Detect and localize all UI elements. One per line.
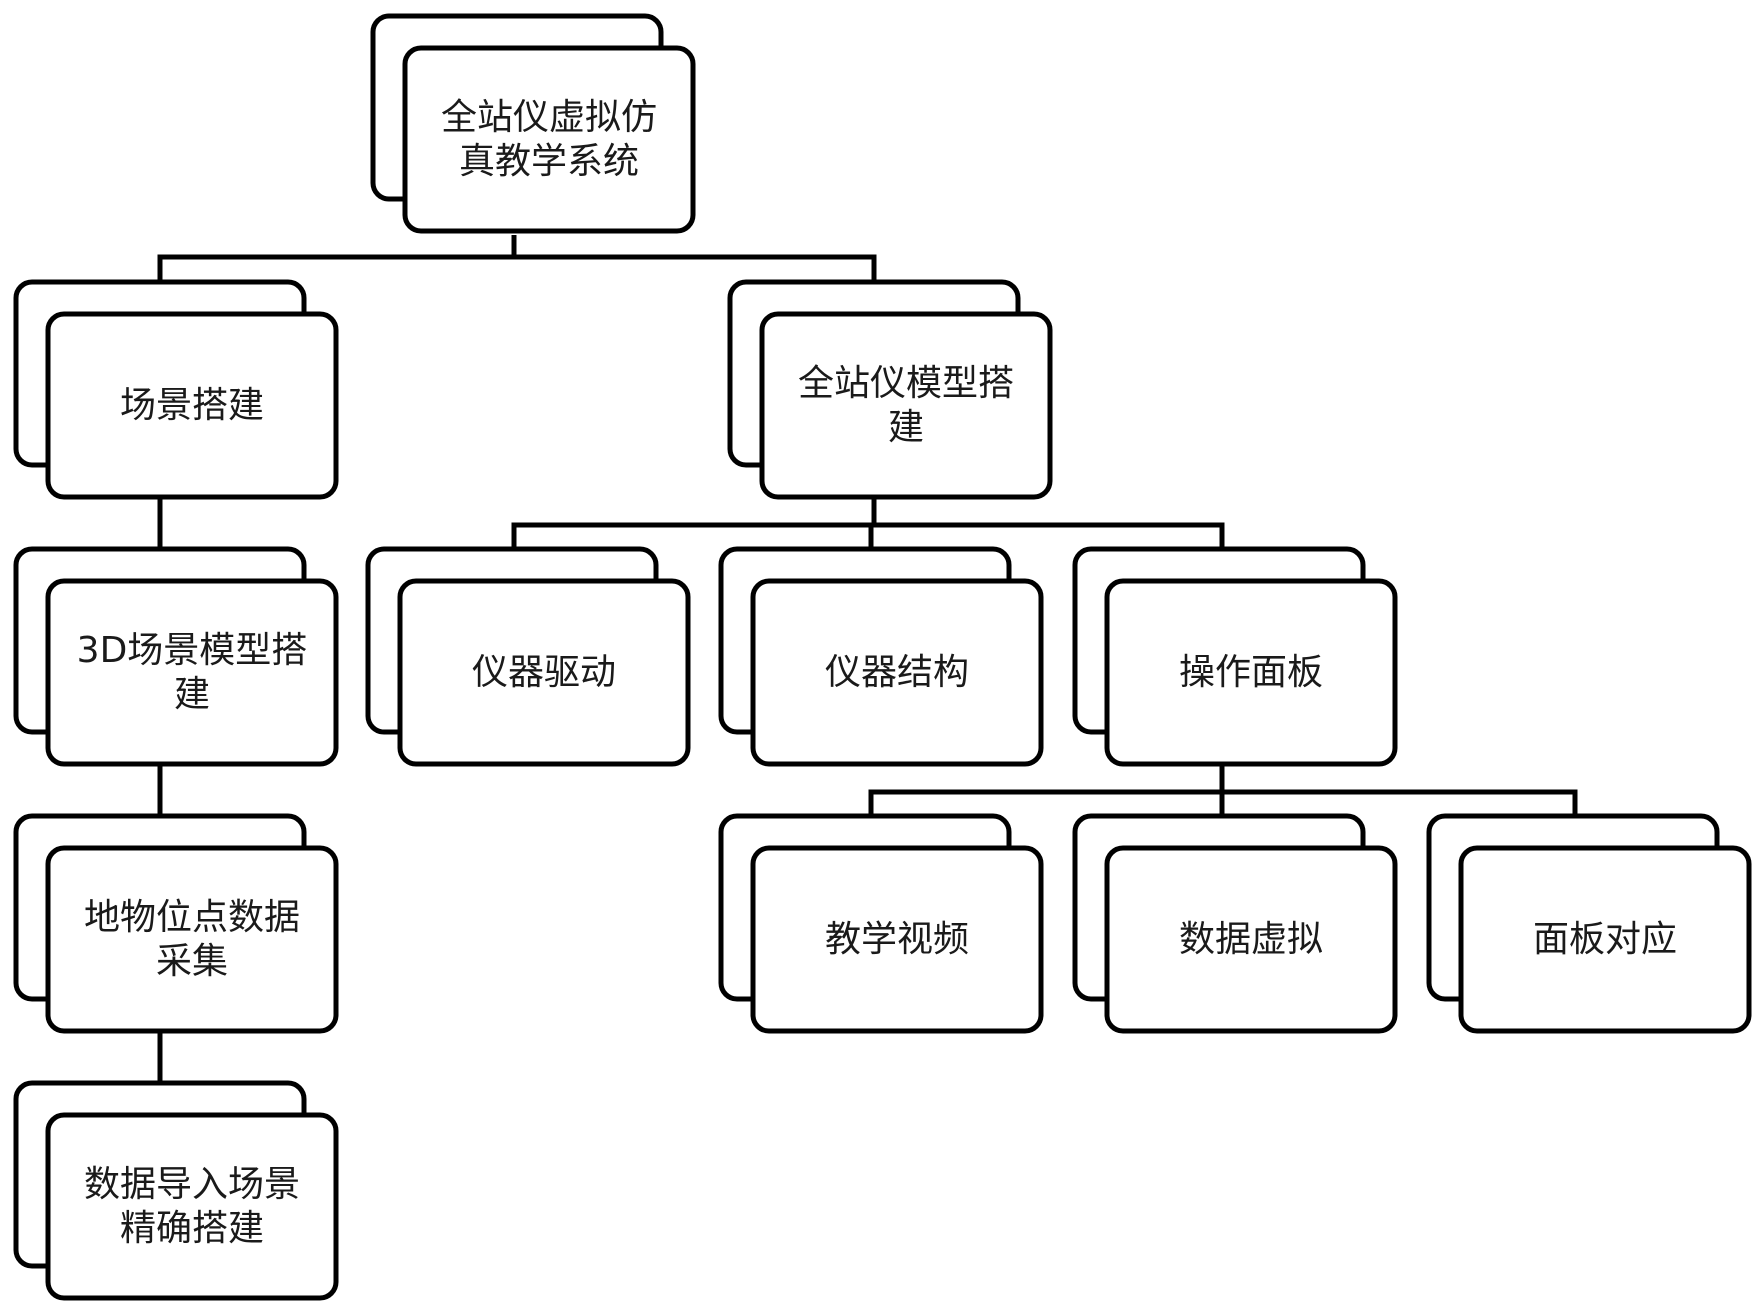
node-box bbox=[1104, 845, 1398, 1034]
node-box bbox=[750, 578, 1044, 767]
node-panel: 操作面板 bbox=[1072, 546, 1398, 767]
connector-line bbox=[157, 254, 877, 283]
node-label: 面板对应 bbox=[1533, 919, 1677, 960]
node-struct: 仪器结构 bbox=[718, 546, 1044, 767]
node-label: 仪器驱动 bbox=[472, 652, 616, 693]
node-box bbox=[45, 311, 339, 500]
node-label: 全站仪模型搭 bbox=[798, 363, 1014, 404]
node-label: 操作面板 bbox=[1179, 652, 1323, 693]
node-label: 教学视频 bbox=[825, 919, 969, 960]
node-label: 采集 bbox=[156, 941, 228, 982]
node-video: 教学视频 bbox=[718, 813, 1044, 1034]
node-drive: 仪器驱动 bbox=[365, 546, 691, 767]
node-match: 面板对应 bbox=[1426, 813, 1752, 1034]
node-layer: 全站仪虚拟仿真教学系统场景搭建全站仪模型搭建3D场景模型搭建地物位点数据采集数据… bbox=[13, 13, 1752, 1301]
node-label: 建 bbox=[888, 407, 924, 448]
node-label: 地物位点数据 bbox=[84, 897, 300, 938]
connector-layer bbox=[157, 235, 1578, 1084]
node-box bbox=[750, 845, 1044, 1034]
node-box bbox=[1104, 578, 1398, 767]
connector-line bbox=[511, 522, 1225, 550]
node-label: 数据导入场景 bbox=[84, 1164, 300, 1205]
node-virtual: 数据虚拟 bbox=[1072, 813, 1398, 1034]
node-label: 建 bbox=[174, 674, 210, 715]
node-box bbox=[759, 311, 1053, 500]
node-label: 仪器结构 bbox=[825, 652, 969, 693]
node-box bbox=[397, 578, 691, 767]
node-scene: 场景搭建 bbox=[13, 279, 339, 500]
node-label: 场景搭建 bbox=[120, 385, 264, 426]
node-label: 精确搭建 bbox=[120, 1208, 264, 1249]
node-box bbox=[1458, 845, 1752, 1034]
node-box bbox=[402, 45, 696, 234]
node-label: 数据虚拟 bbox=[1179, 919, 1323, 960]
node-label: 3D场景模型搭 bbox=[77, 630, 308, 671]
node-box bbox=[45, 1112, 339, 1301]
node-label: 全站仪虚拟仿 bbox=[441, 97, 657, 138]
node-box bbox=[45, 578, 339, 767]
node-label: 真教学系统 bbox=[459, 141, 639, 182]
node-box bbox=[45, 845, 339, 1034]
